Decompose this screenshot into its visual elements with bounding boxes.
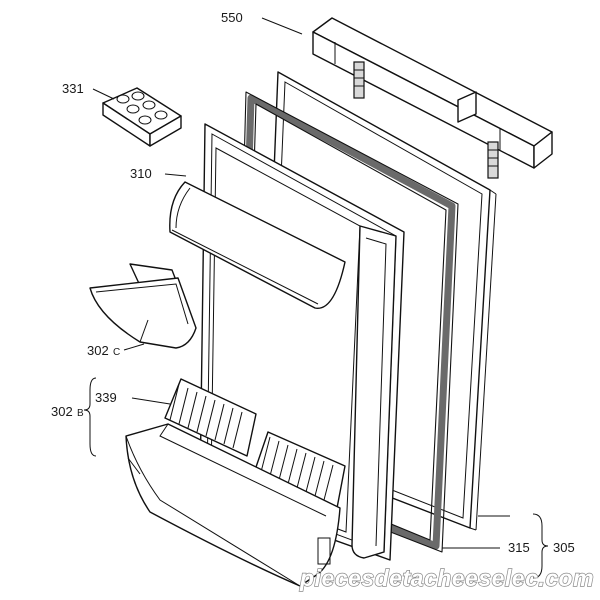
label-339: 339 bbox=[95, 390, 117, 405]
shelf-insert-339-left bbox=[164, 378, 257, 457]
label-302-b-suffix: B bbox=[77, 408, 84, 419]
label-302-c: 302 bbox=[87, 343, 109, 358]
egg-tray-331 bbox=[102, 87, 182, 147]
dairy-cover-310 bbox=[169, 181, 346, 309]
label-331: 331 bbox=[62, 81, 84, 96]
site-watermark: piecesdetacheeselec.com bbox=[299, 565, 594, 591]
label-302-b: 302 bbox=[51, 404, 73, 419]
label-310: 310 bbox=[130, 166, 152, 181]
label-550: 550 bbox=[221, 10, 243, 25]
leader-lines bbox=[83, 17, 549, 579]
butter-dish-302c bbox=[89, 263, 197, 349]
door-bin-302b bbox=[125, 423, 341, 587]
hinge-bar-550 bbox=[312, 17, 553, 179]
label-305: 305 bbox=[553, 540, 575, 555]
label-315: 315 bbox=[508, 540, 530, 555]
label-302-c-suffix: C bbox=[113, 347, 120, 358]
